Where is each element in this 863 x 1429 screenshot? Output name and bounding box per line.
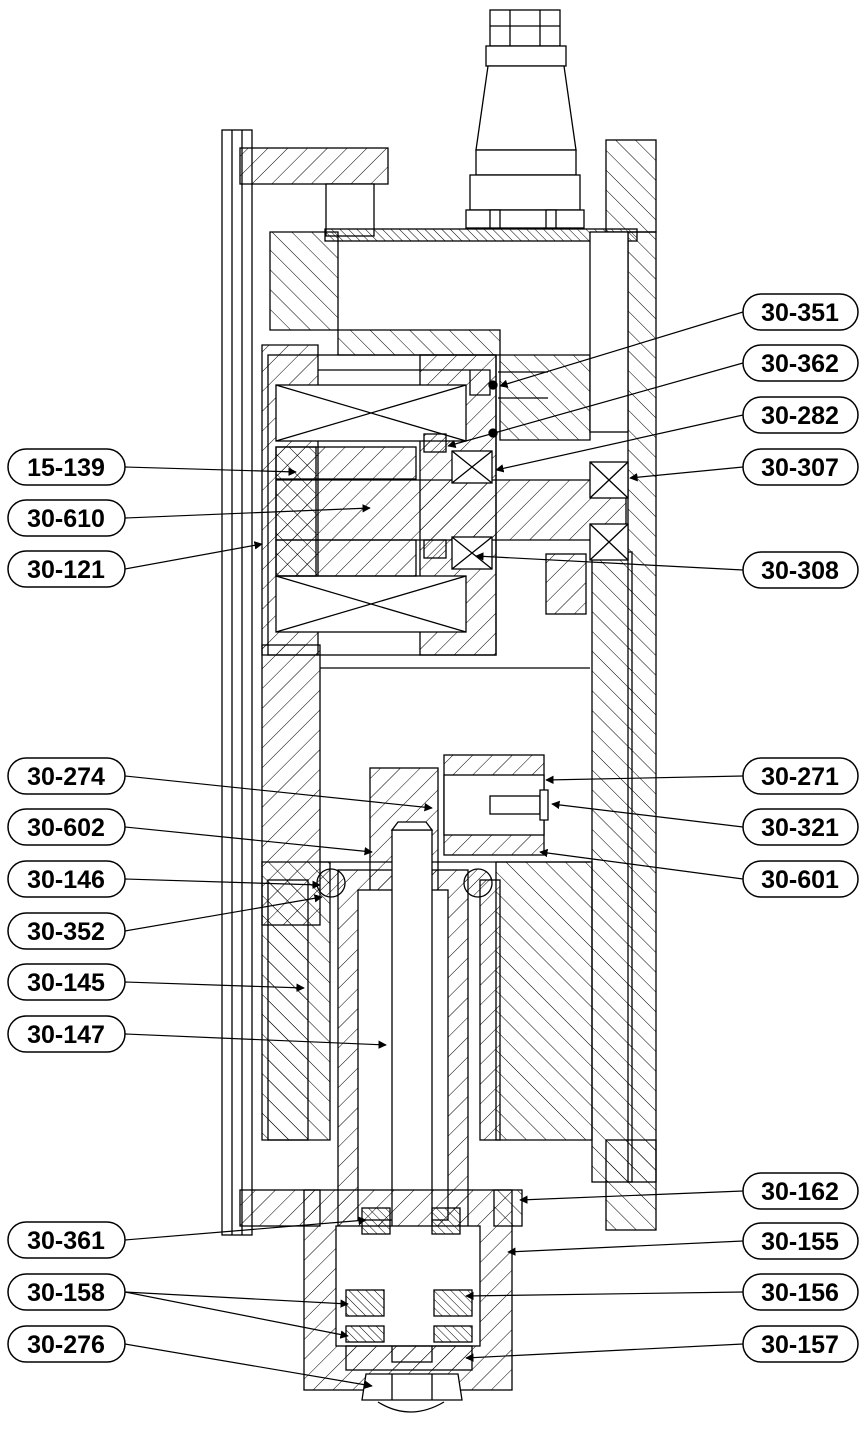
stator-windings: [275, 384, 467, 633]
callouts-left: 15-139 30-610 30-121 30-274 30-602 30-14…: [7, 448, 126, 1363]
svg-text:30-307: 30-307: [761, 454, 839, 482]
svg-text:30-321: 30-321: [761, 814, 839, 842]
svg-text:30-351: 30-351: [761, 299, 839, 327]
svg-text:30-271: 30-271: [761, 763, 839, 791]
svg-text:30-352: 30-352: [27, 918, 105, 946]
bearings: [423, 433, 629, 570]
svg-text:30-157: 30-157: [761, 1331, 839, 1359]
callout-30-321: 30-321: [742, 808, 859, 846]
callout-30-146: 30-146: [7, 860, 126, 898]
callout-30-274: 30-274: [7, 757, 126, 795]
callout-30-121: 30-121: [7, 550, 126, 588]
svg-text:30-155: 30-155: [761, 1228, 839, 1256]
svg-text:30-602: 30-602: [27, 814, 105, 842]
svg-text:30-601: 30-601: [761, 866, 839, 894]
callout-30-351: 30-351: [742, 293, 859, 331]
svg-text:30-276: 30-276: [27, 1331, 105, 1359]
callout-30-147: 30-147: [7, 1015, 126, 1053]
svg-text:30-361: 30-361: [27, 1227, 105, 1255]
callout-30-158: 30-158: [7, 1273, 126, 1311]
callout-30-362: 30-362: [742, 344, 859, 382]
svg-text:15-139: 15-139: [27, 454, 105, 482]
callout-30-145: 30-145: [7, 963, 126, 1001]
callout-30-602: 30-602: [7, 808, 126, 846]
svg-text:30-146: 30-146: [27, 866, 105, 894]
callout-30-282: 30-282: [742, 396, 859, 434]
callout-30-162: 30-162: [742, 1172, 859, 1210]
callouts-right: 30-351 30-362 30-282 30-307 30-308 30-27…: [742, 293, 859, 1363]
callout-15-139: 15-139: [7, 448, 126, 486]
callout-30-307: 30-307: [742, 448, 859, 486]
callout-30-156: 30-156: [742, 1273, 859, 1311]
svg-text:30-158: 30-158: [27, 1279, 105, 1307]
svg-text:30-121: 30-121: [27, 556, 105, 584]
callout-30-610: 30-610: [7, 499, 126, 537]
svg-text:30-147: 30-147: [27, 1021, 105, 1049]
cover-plate: [221, 129, 253, 1236]
svg-text:30-362: 30-362: [761, 350, 839, 378]
svg-text:30-162: 30-162: [761, 1178, 839, 1206]
svg-text:30-610: 30-610: [27, 505, 105, 533]
svg-text:30-282: 30-282: [761, 402, 839, 430]
assembly-geometry: [221, 9, 657, 1413]
callout-30-155: 30-155: [742, 1222, 859, 1260]
svg-text:30-156: 30-156: [761, 1279, 839, 1307]
leader-lines: [124, 311, 744, 1389]
callout-30-352: 30-352: [7, 912, 126, 950]
callout-30-157: 30-157: [742, 1325, 859, 1363]
connector-plug: [465, 9, 585, 229]
svg-text:30-274: 30-274: [27, 763, 105, 791]
svg-text:30-308: 30-308: [761, 557, 839, 585]
svg-text:30-145: 30-145: [27, 969, 105, 997]
callout-30-276: 30-276: [7, 1325, 126, 1363]
callout-30-601: 30-601: [742, 860, 859, 898]
callout-30-361: 30-361: [7, 1221, 126, 1259]
callout-30-308: 30-308: [742, 551, 859, 589]
callout-30-271: 30-271: [742, 757, 859, 795]
